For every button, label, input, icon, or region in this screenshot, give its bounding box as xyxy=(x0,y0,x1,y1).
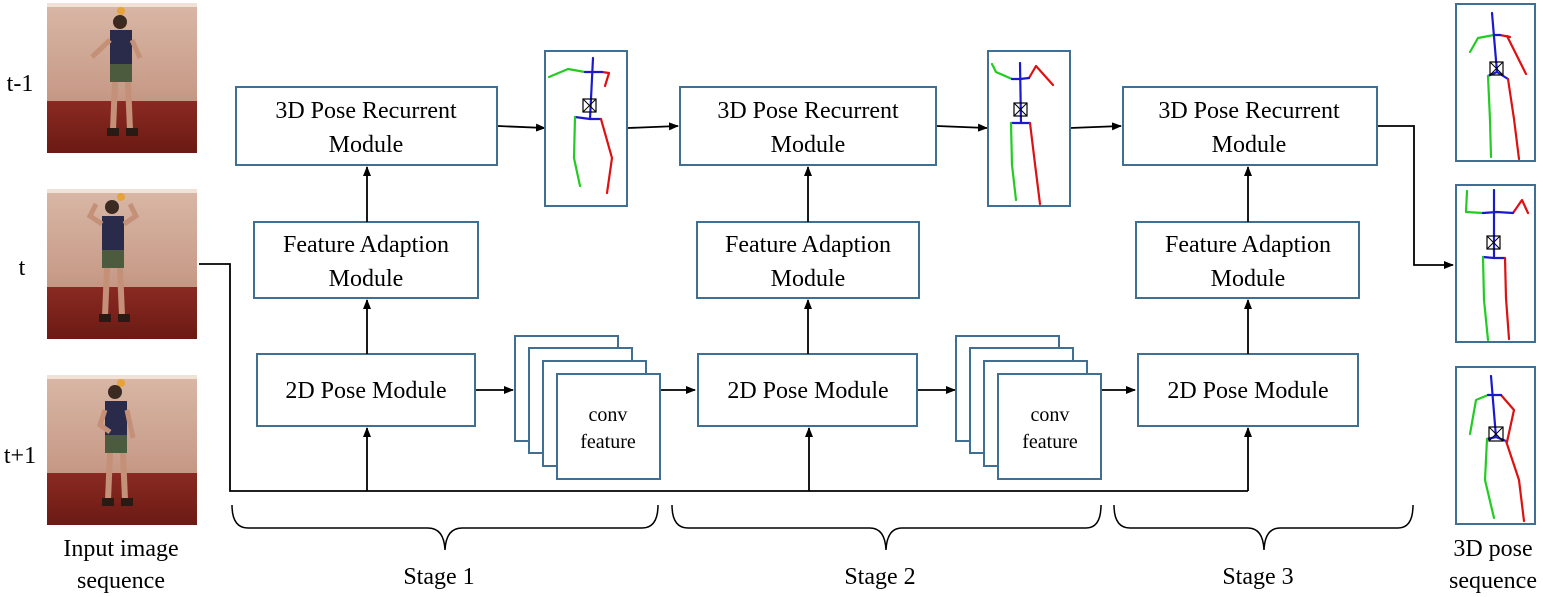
stage-label-2: Stage 2 xyxy=(844,564,915,590)
pose2d-module-label: 2D Pose Module xyxy=(1167,378,1328,404)
conv-feature-line2: feature xyxy=(580,431,636,453)
output-caption-line2: sequence xyxy=(1449,568,1537,594)
output-caption-line1: 3D pose xyxy=(1453,536,1532,562)
frame-label-t: t xyxy=(19,255,26,281)
stage-2: 3D Pose Recurrent Module Feature Adaptio… xyxy=(679,50,1136,480)
recurrent-module-line2: Module xyxy=(329,132,404,158)
conv-feature-line2: feature xyxy=(1022,431,1078,453)
skeleton-pose-stage2 xyxy=(987,50,1071,207)
adaption-module-line1: Feature Adaption xyxy=(1165,232,1331,258)
input-frame-t-minus-1 xyxy=(47,3,197,153)
input-frame-t-plus-1 xyxy=(47,375,197,525)
recurrent-module-line1: 3D Pose Recurrent xyxy=(275,98,457,124)
adaption-module-line1: Feature Adaption xyxy=(283,232,449,258)
skeleton-pose-stage1 xyxy=(544,50,628,207)
adaption-module-line2: Module xyxy=(1211,266,1286,292)
recurrent-module-line1: 3D Pose Recurrent xyxy=(1158,98,1340,124)
input-caption-line1: Input image xyxy=(63,536,178,562)
output-pose-sequence xyxy=(1455,3,1536,525)
pose2d-module-box xyxy=(256,353,476,427)
pose2d-module-label: 2D Pose Module xyxy=(727,378,888,404)
adaption-module-line1: Feature Adaption xyxy=(725,232,891,258)
input-caption-line2: sequence xyxy=(77,568,165,594)
frame-label-t-minus-1: t-1 xyxy=(7,71,34,97)
skeleton-pose-output-t-plus-1 xyxy=(1455,366,1536,525)
conv-feature-line1: conv xyxy=(589,404,628,426)
stage-3: 3D Pose Recurrent Module Feature Adaptio… xyxy=(1122,86,1454,427)
conv-feature-line1: conv xyxy=(1031,404,1070,426)
conv-feature-stack: conv feature xyxy=(514,335,661,480)
pose2d-module-label: 2D Pose Module xyxy=(285,378,446,404)
stage-label-3: Stage 3 xyxy=(1222,564,1293,590)
person-figure xyxy=(97,385,136,506)
frame-label-t-plus-1: t+1 xyxy=(4,443,36,469)
adaption-module-box xyxy=(696,221,920,299)
recurrent-module-box xyxy=(1122,86,1378,166)
conv-feature-stack: conv feature xyxy=(955,335,1102,480)
input-frame-t xyxy=(47,189,197,339)
person-figure xyxy=(90,15,143,136)
stage-1: 3D Pose Recurrent Module Feature Adaptio… xyxy=(235,50,696,480)
recurrent-module-line2: Module xyxy=(771,132,846,158)
input-connector xyxy=(199,263,1252,492)
skeleton-pose-output-t xyxy=(1455,184,1536,343)
adaption-module-box xyxy=(1135,221,1360,299)
recurrent-module-line2: Module xyxy=(1212,132,1287,158)
adaption-module-line2: Module xyxy=(771,266,846,292)
person-figure xyxy=(86,200,140,322)
stage-label-1: Stage 1 xyxy=(403,564,474,590)
recurrent-module-box xyxy=(679,86,937,166)
recurrent-module-box xyxy=(235,86,498,166)
skeleton-pose-output-t-minus-1 xyxy=(1455,3,1536,162)
recurrent-module-line1: 3D Pose Recurrent xyxy=(717,98,899,124)
adaption-module-box xyxy=(253,221,479,299)
pose2d-module-box xyxy=(1137,353,1359,427)
stage-braces xyxy=(231,504,1414,551)
adaption-module-line2: Module xyxy=(329,266,404,292)
